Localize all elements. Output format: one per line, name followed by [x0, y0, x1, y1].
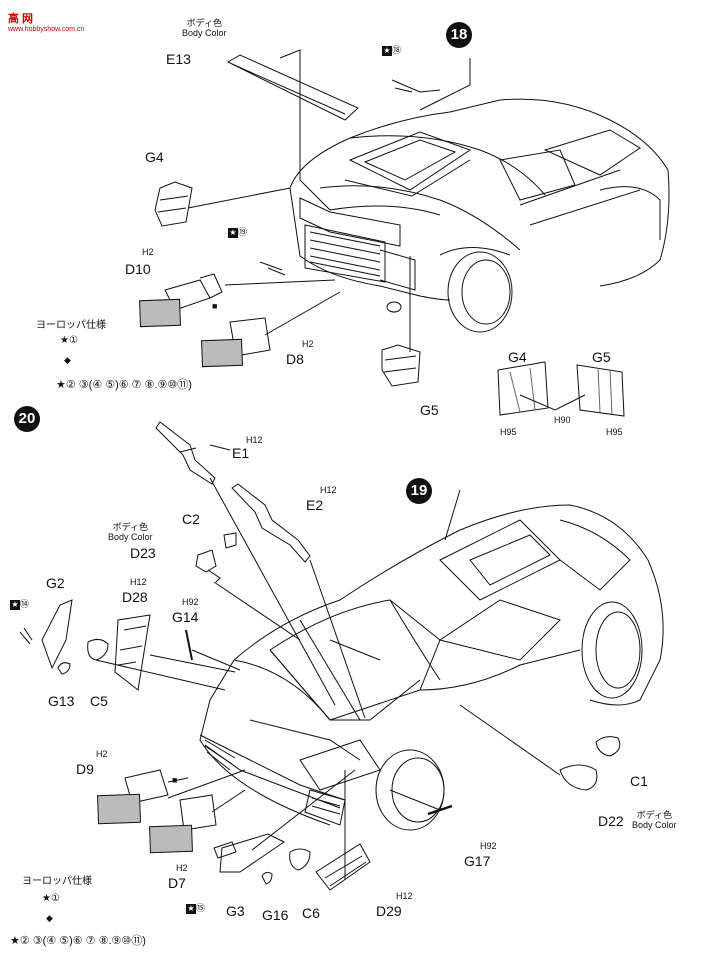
part-label-c5: C5 — [90, 693, 108, 709]
europe-spec-note-19: ヨーロッパ仕様 — [36, 320, 106, 331]
part-label-e13: E13 — [166, 51, 191, 67]
star-decal-icon: ★ — [60, 335, 69, 346]
watermark-logo: 高 网 — [8, 13, 34, 25]
front-car-drawing — [19, 421, 664, 891]
body-color-jp: ボディ色 — [186, 18, 222, 28]
decal-sequence-20: ★② ③(④ ⑤)⑥ ⑦ ⑧.⑨⑩⑪) — [10, 935, 146, 947]
part-label-d7: D7 — [168, 875, 186, 891]
part-label-d8: D8 — [286, 351, 304, 367]
star-decal-icon: ★ — [10, 935, 20, 947]
paint-code-h95-right: H95 — [606, 427, 623, 437]
detail-label-g4: G4 — [508, 349, 527, 365]
body-color-en: Body Color — [182, 28, 227, 39]
decal-1-note-20: ★① — [42, 893, 60, 904]
watermark-url: www.hobbyshow.com.cn — [8, 26, 85, 33]
body-color-note-d23: ボディ色 Body Color — [108, 522, 153, 543]
part-label-d23: D23 — [130, 545, 156, 561]
part-label-g5: G5 — [420, 402, 439, 418]
paint-code-g14: H92 — [182, 597, 199, 607]
part-label-g17: G17 — [464, 853, 491, 869]
diamond-plate-icon: ◆ — [46, 913, 53, 923]
part-label-g16: G16 — [262, 907, 289, 923]
paint-code-g17: H92 — [480, 841, 497, 851]
paint-code-e1: H12 — [246, 435, 263, 445]
star-decal-icon: ★ — [10, 600, 20, 610]
star-decal-icon: ★ — [228, 228, 238, 238]
part-label-d28: D28 — [122, 589, 148, 605]
rear-car-drawing — [139, 49, 670, 417]
part-label-e2: E2 — [306, 497, 324, 513]
paint-code-h90: H90 — [554, 415, 571, 425]
paint-code-d28: H12 — [130, 577, 147, 587]
paint-code-e2: H12 — [320, 485, 337, 495]
step-18-marker: 18 — [446, 22, 472, 48]
paint-code-h95-left: H95 — [500, 427, 517, 437]
part-label-d10: D10 — [125, 261, 151, 277]
part-label-c6: C6 — [302, 905, 320, 921]
paint-code-d10: H2 — [142, 247, 154, 257]
part-label-d22: D22 — [598, 813, 624, 829]
checker-flag-icon: ■ — [212, 301, 218, 311]
part-label-c2: C2 — [182, 511, 200, 527]
diamond-plate-icon: ◆ — [64, 355, 71, 365]
part-label-g4: G4 — [145, 149, 164, 165]
part-label-d29: D29 — [376, 903, 402, 919]
paint-code-d9: H2 — [96, 749, 108, 759]
decal-15-note: ★⑮ — [186, 903, 206, 914]
paint-code-d8: H2 — [302, 339, 314, 349]
paint-code-d29: H12 — [396, 891, 413, 901]
star-decal-icon: ★ — [42, 893, 51, 904]
step-19-marker: 19 — [406, 478, 432, 504]
star-decal-icon: ★ — [382, 46, 392, 56]
body-color-note-e13: ボディ色 Body Color — [182, 18, 227, 39]
paint-code-d7: H2 — [176, 863, 188, 873]
part-label-c1: C1 — [630, 773, 648, 789]
decal-sequence-19: ★② ③(④ ⑤)⑥ ⑦ ⑧.⑨⑩⑪) — [56, 379, 192, 391]
detail-label-g5: G5 — [592, 349, 611, 365]
star-decal-icon: ★ — [56, 379, 66, 391]
part-label-e1: E1 — [232, 445, 250, 461]
part-label-d9: D9 — [76, 761, 94, 777]
part-label-g14: G14 — [172, 609, 199, 625]
step-20-marker: 20 — [14, 406, 40, 432]
body-color-note-d22: ボディ色 Body Color — [632, 810, 677, 831]
decal-1-note-19: ★① — [60, 335, 78, 346]
checker-flag-icon: ■ — [172, 775, 178, 785]
europe-spec-note-20: ヨーロッパ仕様 — [22, 876, 92, 887]
part-label-g3: G3 — [226, 903, 245, 919]
part-label-g2: G2 — [46, 575, 65, 591]
decal-19-note: ★⑲ — [228, 227, 248, 238]
star-decal-icon: ★ — [186, 904, 196, 914]
part-label-g13: G13 — [48, 693, 75, 709]
decal-18-note: ★⑱ — [382, 45, 402, 56]
decal-14-note: ★⑭ — [10, 599, 30, 610]
